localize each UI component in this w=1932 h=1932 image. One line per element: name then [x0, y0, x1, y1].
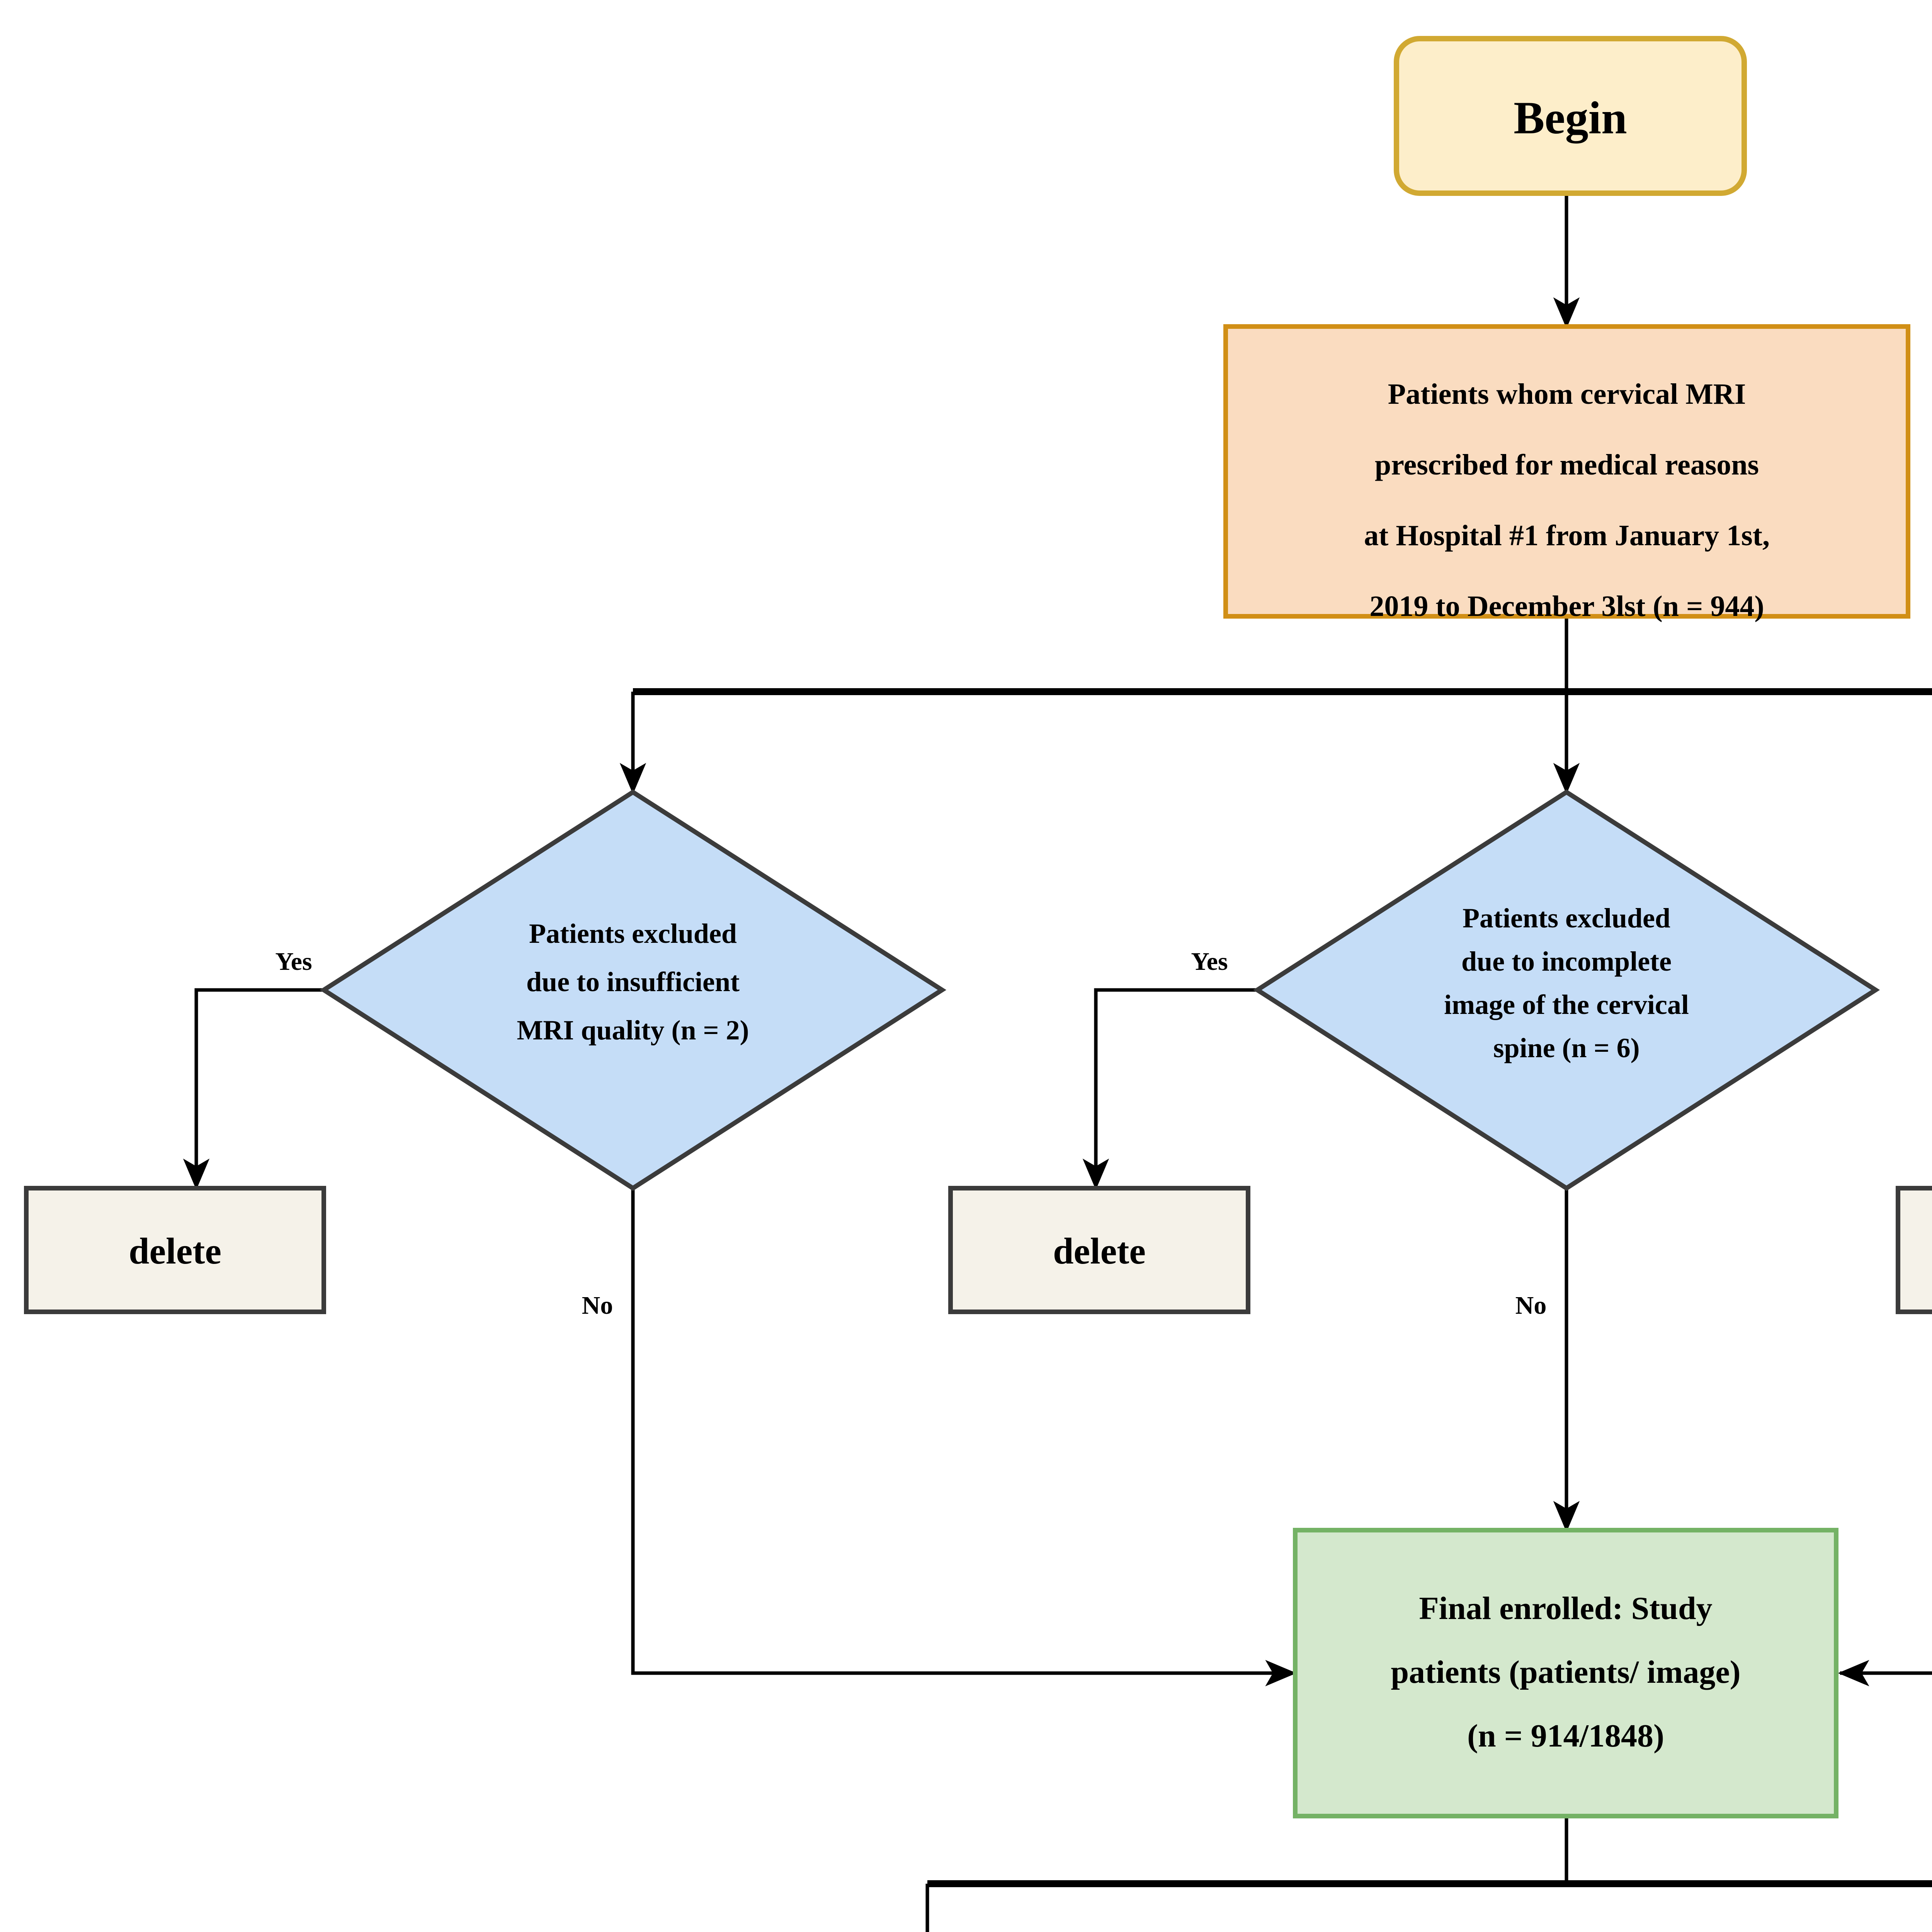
edge-decision-incomplete-yes-to-delete [1082, 988, 1311, 1190]
decision-quality-line-1: Patients excluded [529, 918, 737, 949]
begin-label: Begin [1514, 92, 1627, 144]
delete-left-label: delete [129, 1230, 221, 1272]
edge-label-yes-left: Yes [275, 947, 312, 976]
begin-shape[interactable] [1394, 36, 1747, 196]
delete-middle-label: delete [1053, 1230, 1146, 1272]
node-delete-middle[interactable]: delete [948, 1186, 1250, 1314]
edge-label-no-left: No [582, 1291, 613, 1320]
node-final-enrolled[interactable]: Final enrolled: Study patients (patients… [1293, 1528, 1838, 1818]
node-delete-left[interactable]: delete [24, 1186, 326, 1314]
final-enrolled-line-3: (n = 914/1848) [1467, 1718, 1664, 1754]
decision-incomplete-line-2: due to incomplete [1461, 946, 1672, 977]
final-enrolled-line-2: patients (patients/ image) [1391, 1654, 1740, 1690]
delete-right-shape[interactable] [1896, 1186, 1932, 1314]
edge-decision-quality-no-to-final [631, 1188, 1297, 1687]
decision-quality-line-3: MRI quality (n = 2) [517, 1015, 749, 1046]
source-line-2: prescribed for medical reasons [1375, 449, 1759, 481]
edge-label-no-middle: No [1515, 1291, 1547, 1320]
edge-label-yes-middle: Yes [1191, 947, 1228, 976]
final-enrolled-shape[interactable] [1293, 1528, 1838, 1818]
node-delete-right[interactable]: delete [1896, 1186, 1932, 1314]
decision-incomplete-line-3: image of the cervical [1444, 989, 1689, 1020]
final-enrolled-line-1: Final enrolled: Study [1419, 1590, 1712, 1626]
decision-incomplete-shape[interactable] [1253, 789, 1880, 1191]
delete-middle-shape[interactable] [948, 1186, 1250, 1314]
decision-quality-shape[interactable] [319, 789, 947, 1191]
decision-quality-line-2: due to insufficient [526, 966, 740, 997]
node-decision-incomplete-image[interactable]: Patients excluded due to incomplete imag… [1253, 789, 1880, 1191]
node-source-cohort[interactable]: Patients whom cervical MRI prescribed fo… [1223, 324, 1910, 622]
node-decision-insufficient-quality[interactable]: Patients excluded due to insufficient MR… [319, 789, 947, 1191]
node-begin[interactable]: Begin [1394, 36, 1747, 196]
decision-incomplete-line-4: spine (n = 6) [1493, 1032, 1639, 1063]
decision-incomplete-line-1: Patients excluded [1463, 903, 1670, 934]
source-shape[interactable] [1223, 324, 1910, 619]
delete-left-shape[interactable] [24, 1186, 326, 1314]
source-line-3: at Hospital #1 from January 1st, [1364, 519, 1770, 552]
source-line-4: 2019 to December 3lst (n = 944) [1369, 590, 1764, 622]
source-line-1: Patients whom cervical MRI [1388, 378, 1746, 410]
